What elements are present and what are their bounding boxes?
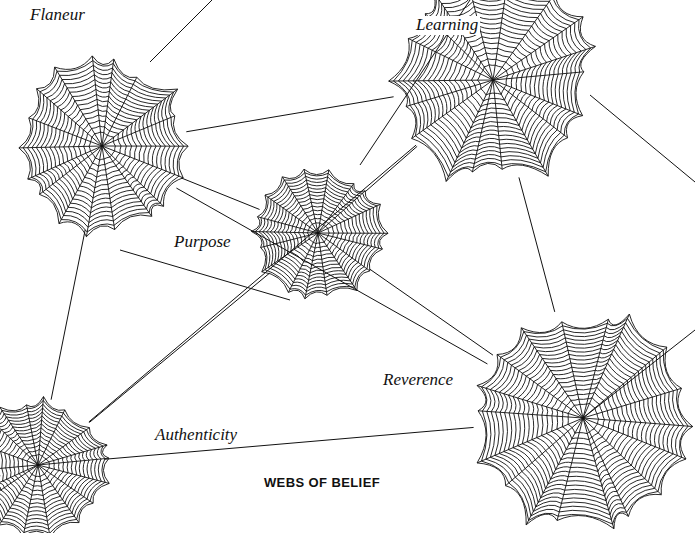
diagram-title: WEBS OF BELIEF bbox=[262, 475, 382, 490]
web-thread-link bbox=[186, 97, 393, 132]
web-thread-link bbox=[365, 146, 417, 191]
loose-thread bbox=[590, 95, 695, 182]
web-node: Purpose bbox=[248, 163, 388, 303]
web-label: Authenticity bbox=[153, 426, 239, 445]
web-node: Reverence bbox=[461, 296, 695, 533]
web-node: Authenticity bbox=[0, 391, 112, 533]
web-thread-link bbox=[370, 269, 493, 355]
web-thread-link bbox=[519, 177, 555, 311]
web-thread-link bbox=[89, 145, 416, 422]
web-threads bbox=[389, 0, 596, 181]
spider-web bbox=[7, 51, 197, 241]
web-node: Flaneur bbox=[7, 51, 197, 241]
web-label: Reverence bbox=[381, 371, 455, 390]
web-label: Flaneur bbox=[28, 6, 87, 25]
web-thread-link bbox=[51, 230, 85, 400]
loose-thread bbox=[120, 250, 290, 300]
web-threads bbox=[19, 56, 188, 237]
spider-web bbox=[248, 163, 388, 303]
web-thread-link bbox=[89, 273, 269, 422]
spider-web bbox=[0, 391, 112, 533]
web-threads bbox=[252, 169, 389, 299]
web-node: Learning bbox=[381, 0, 605, 192]
web-threads bbox=[477, 314, 693, 529]
web-label: Learning bbox=[414, 16, 480, 35]
loose-thread bbox=[150, 0, 212, 62]
web-threads bbox=[0, 397, 109, 533]
web-label: Purpose bbox=[172, 233, 233, 252]
spider-web bbox=[461, 296, 695, 533]
web-thread-link bbox=[181, 178, 259, 210]
